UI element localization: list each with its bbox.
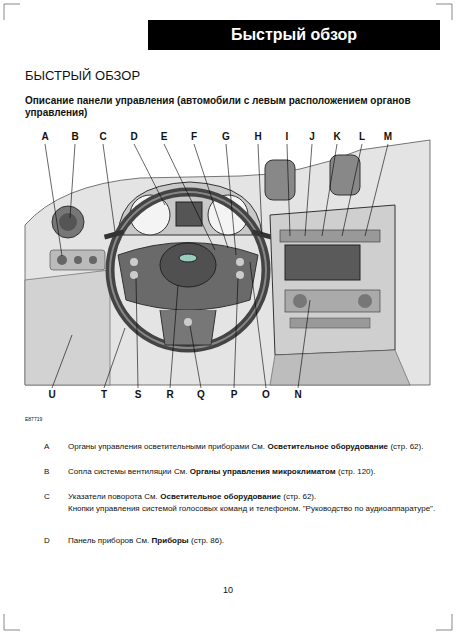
callout-letter: K (332, 131, 341, 142)
item-letter: D (44, 535, 50, 547)
callout-letter: F (190, 131, 198, 142)
description-text: (стр. 86). (191, 536, 224, 545)
legend-row: A Органы управления осветительными прибор… (40, 441, 440, 453)
page-number: 10 (0, 585, 456, 595)
cross-reference: Осветительное оборудование (160, 492, 281, 501)
header-band: Быстрый обзор (148, 20, 440, 50)
callout-letter: G (221, 131, 231, 142)
callout-letter: I (285, 131, 290, 142)
header-text: Быстрый обзор (231, 26, 357, 44)
description-text: (стр. 62). (390, 442, 423, 451)
description-text: (стр. 120). (338, 467, 375, 476)
callout-letter: N (293, 389, 302, 400)
description-text: Кнопки управления системой голосовых ком… (68, 503, 440, 515)
callout-letter: S (134, 389, 143, 400)
item-letter: B (44, 466, 49, 478)
callout-letter: Q (196, 389, 206, 400)
legend-row: D Панель приборовСм.Приборы(стр. 86). (40, 535, 440, 547)
item-description: Панель приборовСм.Приборы(стр. 86). (68, 535, 440, 547)
item-letter: C (44, 491, 50, 503)
callout-letter: L (358, 131, 366, 142)
item-description: Указатели поворотаСм.Осветительное обору… (68, 491, 440, 515)
callout-letter: R (165, 389, 174, 400)
section-heading: Описание панели управления (автомобили с… (25, 95, 435, 119)
callout-letter: T (100, 389, 108, 400)
callout-letter: O (261, 389, 271, 400)
description-text: См. (252, 442, 266, 451)
page-title: БЫСТРЫЙ ОБЗОР (25, 68, 140, 83)
description-text: См. (136, 536, 150, 545)
callout-letter: H (253, 131, 262, 142)
callout-letter: A (40, 131, 49, 142)
callout-letter: C (98, 131, 107, 142)
callout-letter: D (129, 131, 138, 142)
cross-reference: Органы управления микроклиматом (190, 467, 336, 476)
item-letter: A (44, 441, 49, 453)
description-text: Указатели поворота (68, 492, 142, 501)
callout-letter: U (47, 389, 56, 400)
callout-letter: E (160, 131, 169, 142)
description-text: См. (174, 467, 188, 476)
legend-row: C Указатели поворотаСм.Осветительное обор… (40, 491, 440, 515)
cross-reference: Приборы (152, 536, 189, 545)
figure-code: E87719 (25, 416, 42, 422)
description-text: Сопла системы вентиляции (68, 467, 172, 476)
callout-letter: J (308, 131, 316, 142)
legend-row: B Сопла системы вентиляцииСм.Органы управ… (40, 466, 440, 478)
description-text: Панель приборов (68, 536, 133, 545)
callout-letter: B (70, 131, 79, 142)
callout-letter: M (383, 131, 393, 142)
description-text: (стр. 62). (283, 492, 316, 501)
description-text: См. (144, 492, 158, 501)
description-text: Органы управления осветительными прибора… (68, 442, 249, 451)
cross-reference: Осветительное оборудование (267, 442, 388, 451)
item-description: Сопла системы вентиляцииСм.Органы управл… (68, 466, 440, 478)
item-description: Органы управления осветительными прибора… (68, 441, 440, 453)
callout-letter: P (230, 389, 239, 400)
